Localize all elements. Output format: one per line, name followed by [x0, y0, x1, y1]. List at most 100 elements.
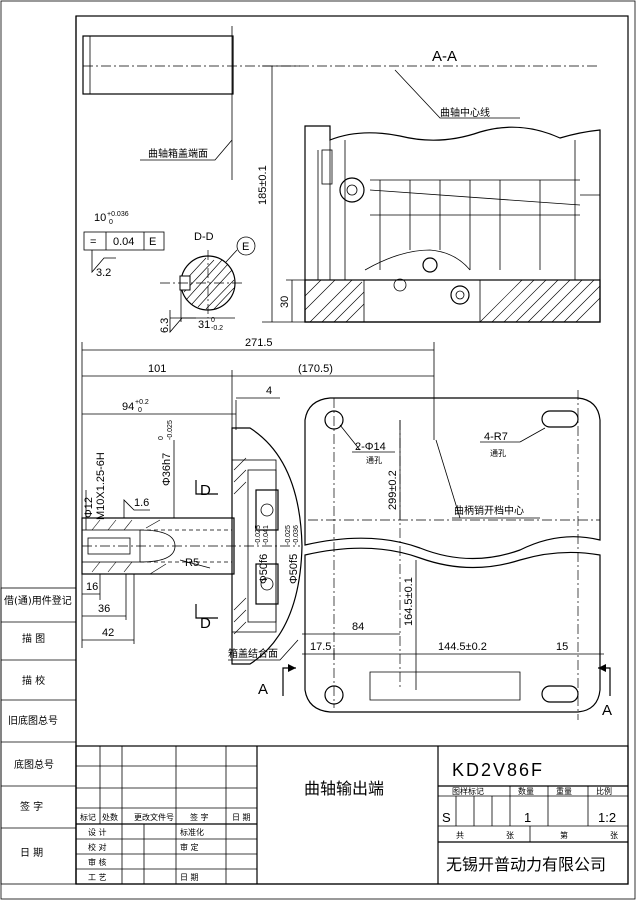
- col-stage: 图样标记: [452, 786, 484, 796]
- dim-phi36-tol-lower: -0.025: [167, 420, 174, 440]
- stage-value: S: [442, 810, 451, 825]
- rev-header-mark: 标记: [80, 812, 96, 822]
- dim-271-5: 271.5: [245, 337, 273, 349]
- dim-10-tol-lower: 0: [109, 219, 113, 226]
- dim-m10: M10X1.25-6H: [95, 452, 107, 520]
- dim-phi50f6: Φ50f6: [258, 554, 270, 584]
- note-holes-2: 2-Φ14: [355, 441, 386, 453]
- dim-84: 84: [352, 621, 364, 633]
- sheet-no-label: 第: [560, 830, 568, 840]
- dim-36: 36: [98, 603, 110, 615]
- dim-4: 4: [266, 385, 272, 397]
- cover-flange: [231, 427, 303, 665]
- detail-label-dd: D-D: [194, 231, 214, 243]
- note-crank-cover-face: 曲轴箱盖端面: [148, 147, 208, 160]
- geo-tol-symbol: =: [90, 236, 96, 248]
- crank-shaft-output: [81, 517, 300, 575]
- crankcase-plate-view: [304, 390, 601, 720]
- col-scale: 比例: [596, 786, 612, 796]
- dim-164-5: 164.5±0.1: [403, 577, 415, 626]
- dim-17-5: 17.5: [310, 641, 331, 653]
- rev-header-date: 日 期: [232, 813, 251, 822]
- side-label-sign: 签 字: [20, 800, 43, 813]
- dim-31: 31: [198, 319, 210, 331]
- title-block: [75, 745, 629, 885]
- mid-date: 日 期: [180, 873, 199, 882]
- view-marker-d-top: D: [200, 482, 211, 499]
- geo-tol-value: 0.04: [113, 236, 134, 248]
- side-label-old-base: 旧底图总号: [8, 714, 58, 727]
- dim-phi12: Φ12: [83, 497, 95, 518]
- col-qty: 数量: [518, 786, 534, 796]
- mid-approve: 审 定: [180, 842, 199, 852]
- rev-header-count: 处数: [102, 812, 118, 822]
- side-label-date: 日 期: [20, 847, 43, 859]
- dim-144-5: 144.5±0.2: [438, 641, 487, 653]
- dim-phi50f6-tol-lower: -0.041: [263, 525, 270, 545]
- section-label-aa: A-A: [432, 48, 457, 65]
- dim-phi50f6-tol-upper: -0.025: [255, 525, 262, 545]
- dim-185: 185±0.1: [257, 165, 269, 205]
- row-review: 审 核: [88, 857, 107, 867]
- company-name: 无锡开普动力有限公司: [446, 855, 606, 874]
- dim-299: 299±0.2: [387, 470, 399, 510]
- dim-phi50f5-tol-upper: -0.025: [285, 525, 292, 545]
- roughness-16: 1.6: [134, 497, 149, 509]
- dim-31-tol-upper: 0: [211, 317, 215, 324]
- side-label-trace-check: 描 校: [22, 674, 45, 687]
- note-cover-joint-face: 箱盖结合面: [228, 647, 278, 660]
- roughness-symbol-1: [91, 250, 116, 274]
- side-label-base-no: 底图总号: [14, 758, 54, 771]
- mid-standardize: 标准化: [180, 827, 204, 837]
- qty-value: 1: [524, 810, 531, 825]
- dim-94-tol-lower: 0: [138, 407, 142, 414]
- dim-phi36-tol-upper: 0: [158, 436, 165, 440]
- dim-170-5: (170.5): [298, 363, 333, 375]
- geo-tol-datum: E: [149, 236, 156, 248]
- note-holes-2-sub: 通孔: [366, 455, 382, 465]
- rev-header-doc: 更改文件号: [134, 812, 174, 822]
- inner-frame: [75, 15, 629, 885]
- drawing-number: KD2V86F: [452, 760, 544, 780]
- dim-phi50f5-tol-lower: -0.036: [293, 525, 300, 545]
- note-holes-4: 4-R7: [484, 431, 508, 443]
- view-marker-d-bottom: D: [200, 615, 211, 632]
- sheets-unit-label: 张: [506, 831, 514, 840]
- dim-31-tol-lower: -0.2: [211, 325, 223, 332]
- roughness-32: 3.2: [96, 267, 111, 279]
- row-check: 校 对: [88, 842, 107, 852]
- col-weight: 重量: [556, 786, 572, 796]
- datum-circle: [236, 236, 256, 256]
- datum-label: E: [242, 241, 249, 253]
- dim-94: 94: [122, 401, 134, 413]
- side-strip: [0, 587, 77, 885]
- shaft-stub: [82, 35, 234, 95]
- geo-tolerance-frame: [83, 231, 165, 251]
- rev-header-sign: 签 字: [190, 812, 209, 822]
- side-label-trace: 描 图: [22, 632, 45, 645]
- roughness-63: 6.3: [159, 318, 171, 333]
- note-crank-center: 曲轴中心线: [440, 106, 490, 119]
- view-marker-a-left: A: [258, 681, 268, 698]
- dim-15: 15: [556, 641, 568, 653]
- sheet-unit2-label: 张: [610, 831, 618, 840]
- dim-phi50f5: Φ50f5: [288, 554, 300, 584]
- row-design: 设 计: [88, 827, 107, 837]
- housing-section: [304, 125, 601, 323]
- dim-10: 10: [94, 212, 106, 224]
- scale-value: 1:2: [598, 810, 616, 825]
- row-process: 工 艺: [88, 873, 107, 882]
- dim-30: 30: [279, 296, 291, 308]
- part-name: 曲轴输出端: [304, 779, 384, 798]
- dim-101: 101: [148, 363, 166, 375]
- dim-10-tol-upper: +0.036: [107, 211, 129, 218]
- dim-phi36: Φ36h7: [161, 453, 173, 486]
- dim-42: 42: [102, 627, 114, 639]
- dim-16: 16: [86, 581, 98, 593]
- side-label-reg: 借(通)用件登记: [4, 594, 72, 607]
- dim-94-tol-upper: +0.2: [135, 399, 149, 406]
- note-crank-pin-center: 曲柄销开档中心: [454, 504, 524, 517]
